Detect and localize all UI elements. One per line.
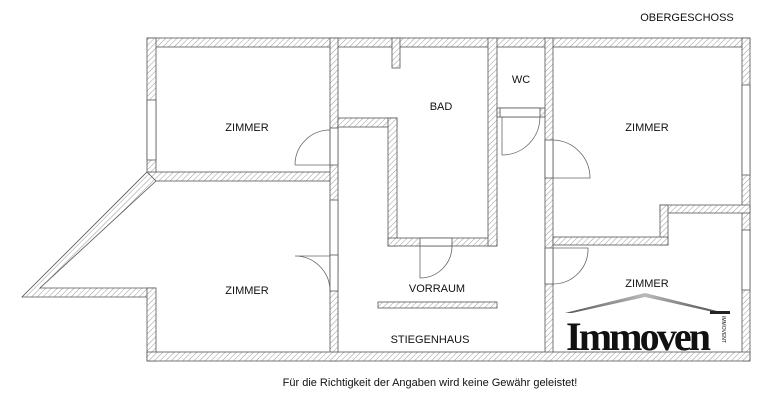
disclaimer: Für die Richtigkeit der Angaben wird kei… (283, 377, 578, 389)
room-label-zimmer-top-right: ZIMMER (625, 122, 668, 134)
floor-title: OBERGESCHOSS (640, 12, 734, 24)
windows (146, 84, 751, 291)
logo-subtext: IMMOVENT (720, 316, 726, 343)
walls (21, 37, 751, 362)
logo: Immoven IMMOVENT (565, 293, 730, 359)
room-label-bad: BAD (430, 101, 453, 113)
logo-text: Immoven (566, 314, 711, 359)
room-label-wc: WC (512, 74, 530, 86)
room-label-zimmer-top-left: ZIMMER (225, 122, 268, 134)
room-label-vorraum: VORRAUM (409, 283, 465, 295)
room-label-zimmer-bottom-right: ZIMMER (625, 278, 668, 290)
room-label-zimmer-bottom-left: ZIMMER (225, 285, 268, 297)
doors (294, 107, 591, 292)
room-label-stiegenhaus: STIEGENHAUS (391, 334, 470, 346)
